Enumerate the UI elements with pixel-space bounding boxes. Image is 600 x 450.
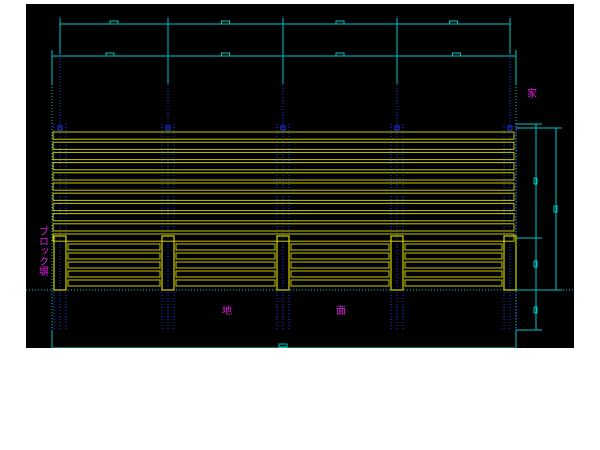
lower-fence-board [175, 270, 276, 278]
fence-board [52, 162, 515, 171]
dimension-value-box [533, 260, 538, 268]
lower-fence-board [404, 252, 503, 260]
lower-fence-board [290, 243, 390, 251]
lower-fence-board [290, 279, 390, 287]
cad-drawing-canvas: 家 地 面 ブロック塀 [26, 4, 574, 348]
post-cap-marker [57, 125, 63, 131]
lower-fence-board [175, 243, 276, 251]
post-cap-marker [394, 125, 400, 131]
block-wall-label: ブロック塀 [37, 225, 49, 277]
dimension-value-box [533, 177, 538, 185]
fence-board [52, 141, 515, 150]
lower-fence-board [175, 252, 276, 260]
ground-label-left: 地 [222, 304, 232, 317]
lower-fence-board [67, 243, 161, 251]
fence-post [390, 235, 404, 291]
fence-board [52, 151, 515, 161]
dimension-value-box [278, 343, 288, 348]
lower-fence-board [404, 261, 503, 269]
lower-fence-board [404, 270, 503, 278]
dimension-layer [51, 18, 562, 348]
fence-board [52, 131, 515, 140]
fence-post [276, 235, 290, 291]
lower-fence-board [175, 261, 276, 269]
dimension-value-box [553, 205, 558, 213]
lower-fence-board [67, 279, 161, 287]
grid-layer [26, 16, 574, 348]
lower-fence-board [404, 279, 503, 287]
dimension-value-box [449, 20, 458, 25]
dimension-value-box [452, 52, 461, 57]
house-label: 家 [527, 87, 537, 100]
ground-label-right: 面 [336, 306, 346, 317]
post-cap-marker [165, 125, 171, 131]
fence-elevation-drawing: 家 地 面 ブロック塀 [26, 16, 574, 348]
fence-board [52, 192, 515, 201]
dimension-value-box [221, 52, 230, 57]
lower-fence-board [290, 261, 390, 269]
lower-fence-board [67, 252, 161, 260]
label-layer: 家 地 面 ブロック塀 [37, 87, 538, 317]
lower-fence-board [290, 270, 390, 278]
dimension-value-box [109, 20, 119, 25]
fence-board [52, 182, 515, 191]
dimension-value-box [533, 306, 538, 314]
lower-fence-board [67, 261, 161, 269]
dimension-value-box [221, 20, 230, 25]
fence-post [503, 235, 517, 291]
fence-post [161, 235, 175, 291]
fence-board [52, 172, 515, 181]
fence-board [52, 213, 515, 222]
dimension-value-box [335, 52, 345, 57]
fence-post [53, 235, 67, 291]
post-cap-marker [280, 125, 286, 131]
fence-layer [52, 125, 517, 291]
lower-fence-board [404, 243, 503, 251]
lower-fence-board [175, 279, 276, 287]
fence-board [52, 202, 515, 212]
fence-board [52, 233, 515, 242]
lower-fence-board [67, 270, 161, 278]
dimension-value-box [105, 52, 115, 57]
dimension-value-box [335, 20, 345, 25]
post-cap-marker [507, 125, 513, 131]
fence-board [52, 223, 515, 232]
lower-fence-board [290, 252, 390, 260]
